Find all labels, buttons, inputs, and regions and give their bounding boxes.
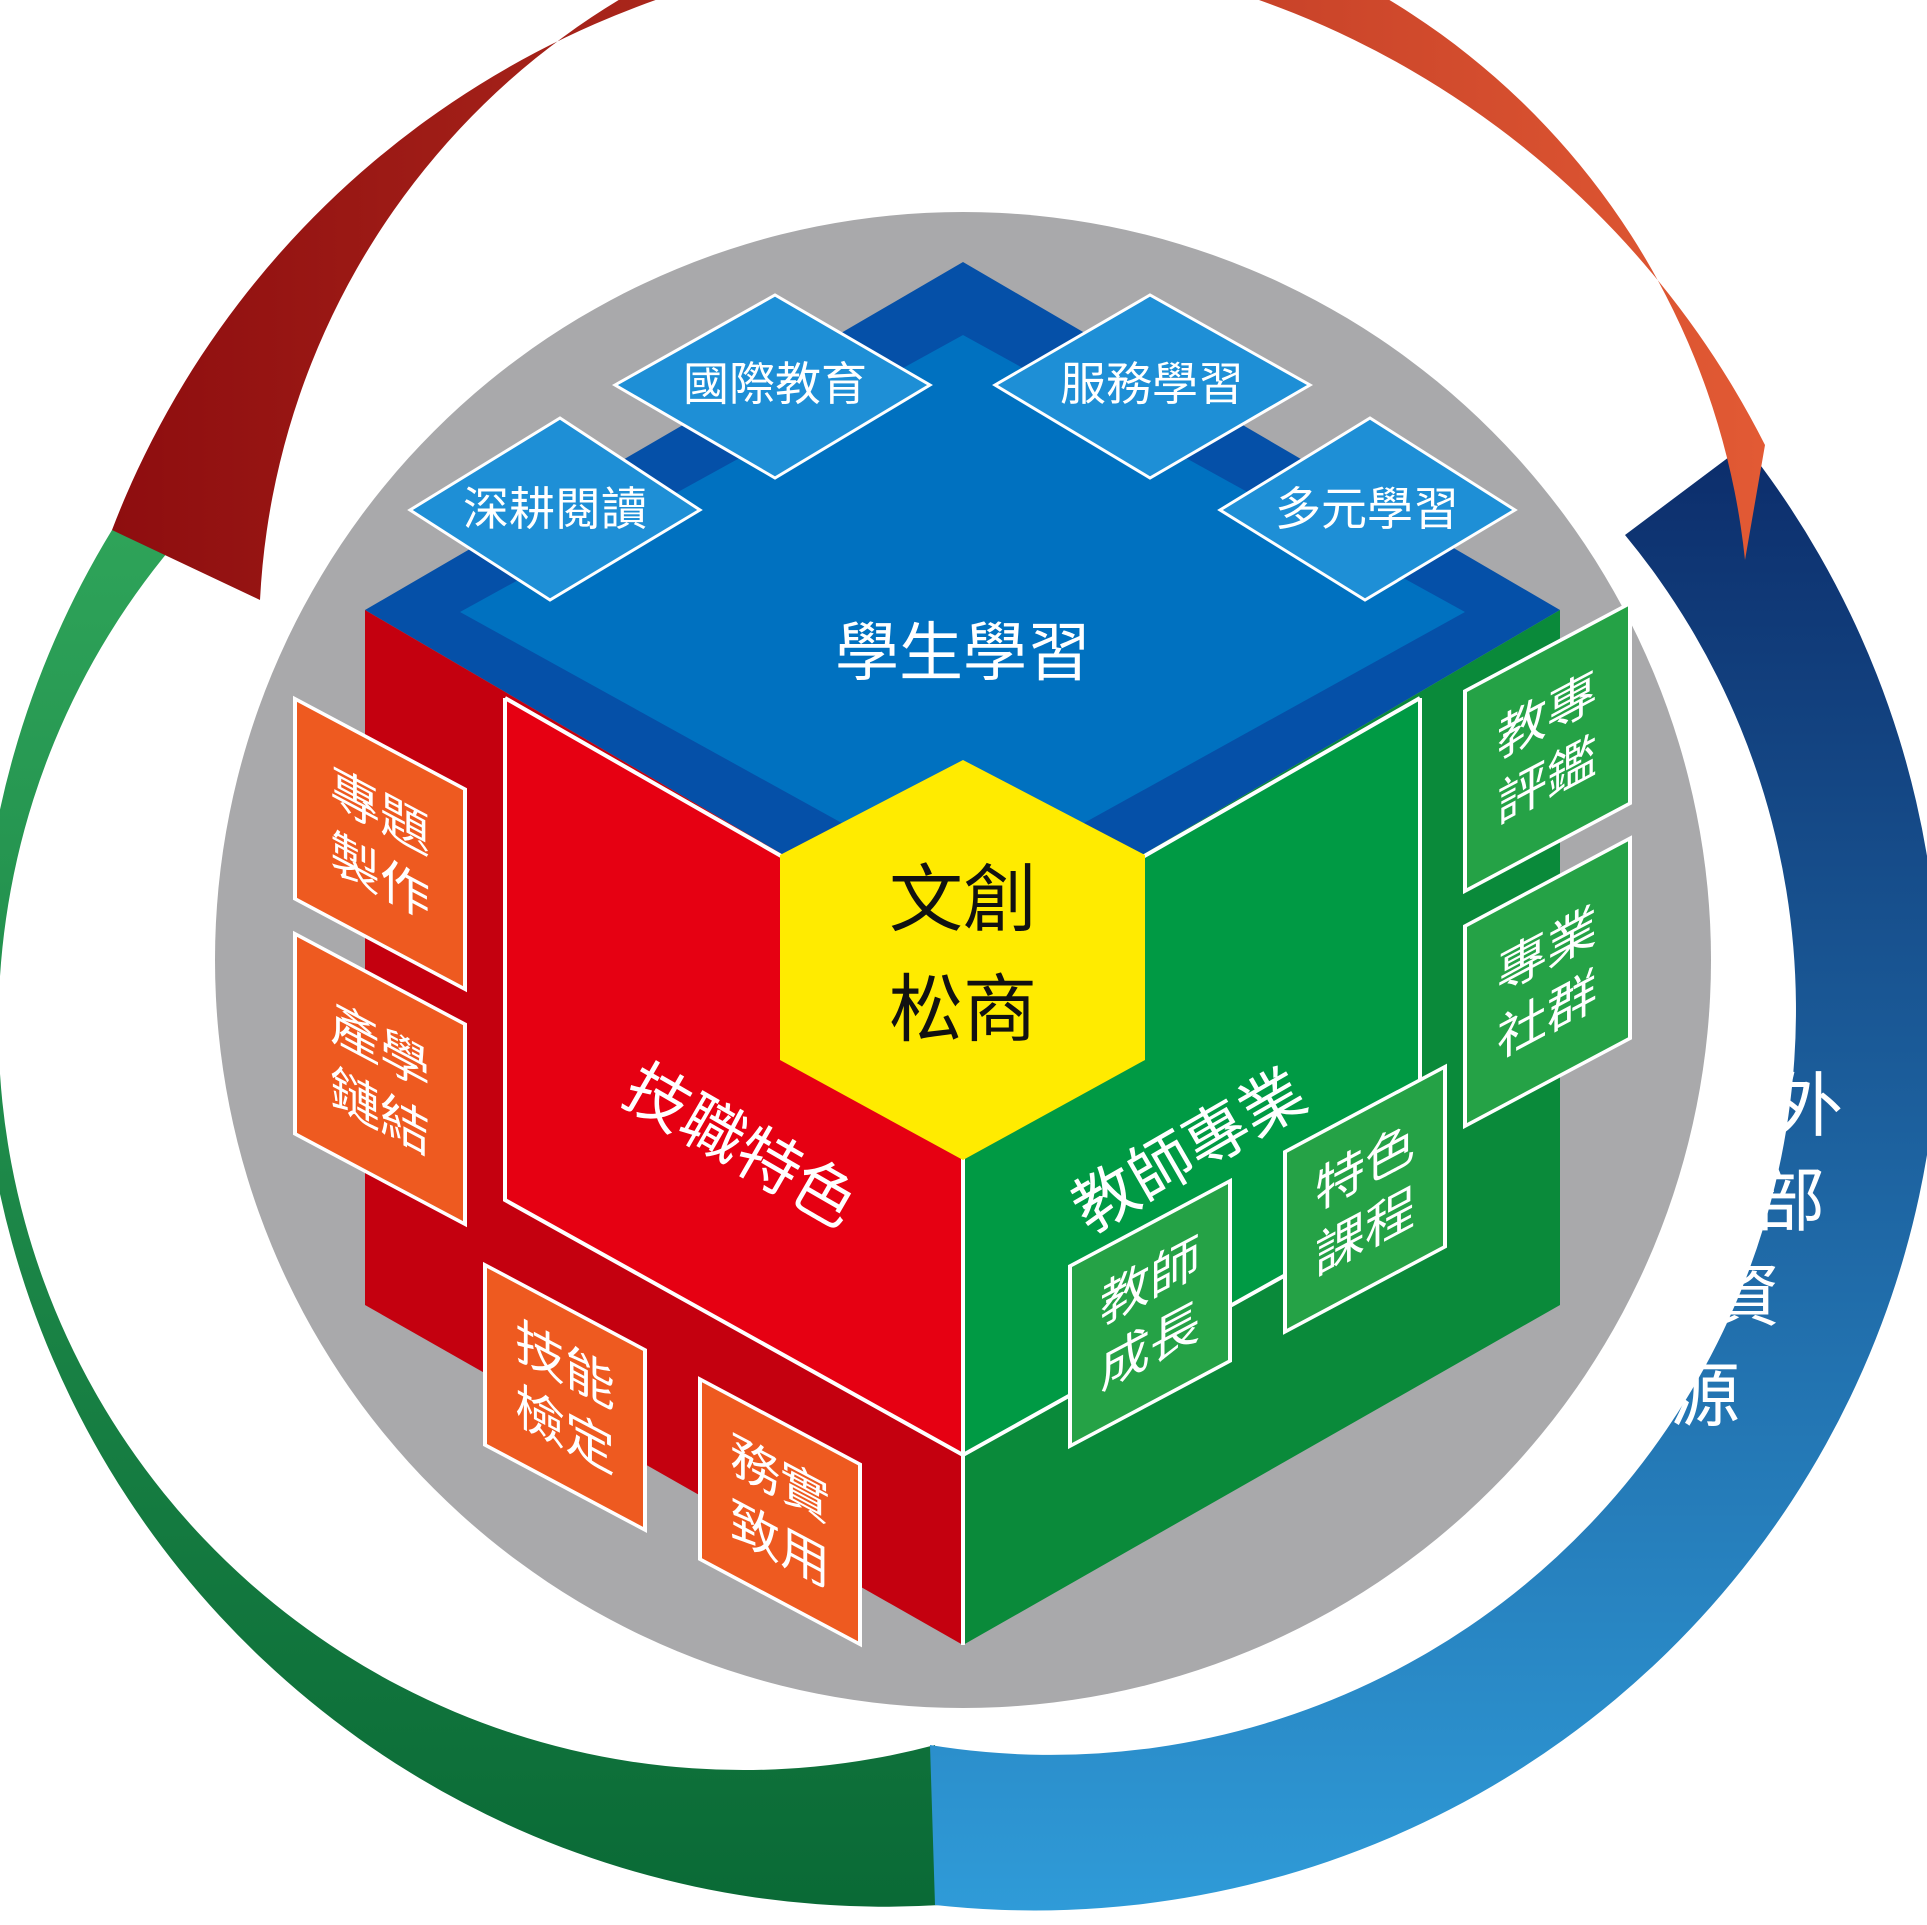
right-item-box bbox=[1463, 835, 1632, 1130]
ring-arrow-blue bbox=[930, 445, 1927, 1911]
ring-arrow-green bbox=[0, 490, 940, 1907]
top-item-1: 深耕閱讀 bbox=[407, 416, 703, 602]
ring-label-left-3: 支 bbox=[125, 1270, 195, 1352]
top-face-label: 學生學習 bbox=[835, 617, 1091, 691]
top-face bbox=[460, 335, 1465, 890]
left-item-box bbox=[293, 930, 467, 1228]
top-item-4: 多元學習 bbox=[1217, 416, 1518, 602]
top-item-label: 多元學習 bbox=[1275, 482, 1459, 536]
ring-label-right-3: 資 bbox=[1710, 1255, 1780, 1337]
core-label-2: 松商 bbox=[889, 967, 1037, 1053]
right-item-box bbox=[1463, 600, 1632, 895]
left-bottom-item-2: 務實 致用 bbox=[698, 1376, 862, 1648]
top-item-label: 國際教育 bbox=[683, 357, 867, 411]
rhombus-icon bbox=[1217, 416, 1518, 602]
right-bottom-item-1: 教師 成長 bbox=[1068, 1177, 1232, 1450]
left-bottom-item-box bbox=[483, 1261, 647, 1534]
ring-label-right-2: 部 bbox=[1755, 1160, 1825, 1242]
right-bottom-item-2: 特色 課程 bbox=[1283, 1063, 1447, 1335]
right-bottom-item-box bbox=[1068, 1177, 1232, 1450]
left-bottom-item-1: 技能 檢定 bbox=[483, 1261, 647, 1534]
ring-label-right-1: 外 bbox=[1773, 1065, 1843, 1147]
ring-label-left-2: 政 bbox=[85, 1170, 155, 1252]
rhombus-icon bbox=[992, 293, 1314, 480]
top-item-label: 服務學習 bbox=[1060, 357, 1244, 411]
core-label-1: 文創 bbox=[889, 857, 1037, 943]
ring-label-right-4: 源 bbox=[1670, 1355, 1740, 1437]
top-item-label: 深耕閱讀 bbox=[463, 482, 647, 536]
right-item-2: 專業 社群 bbox=[1463, 835, 1632, 1130]
left-bottom-item-box bbox=[698, 1376, 862, 1648]
ring-label-top: 優質環境 bbox=[850, 63, 1130, 145]
left-face bbox=[505, 698, 963, 1455]
left-item-box bbox=[293, 695, 467, 993]
rhombus-icon bbox=[407, 416, 703, 602]
right-item-1: 教專 評鑑 bbox=[1463, 600, 1632, 895]
top-item-3: 服務學習 bbox=[992, 293, 1314, 480]
left-item-2: 產學 鏈結 bbox=[293, 930, 467, 1228]
left-item-1: 專題 製作 bbox=[293, 695, 467, 993]
top-item-2: 國際教育 bbox=[611, 293, 933, 480]
core-hexagon bbox=[780, 760, 1145, 1160]
right-bottom-item-box bbox=[1283, 1063, 1447, 1335]
rhombus-icon bbox=[611, 293, 933, 480]
ring-label-left-1: 行 bbox=[40, 1065, 110, 1147]
ring-label-left-4: 援 bbox=[170, 1375, 240, 1457]
